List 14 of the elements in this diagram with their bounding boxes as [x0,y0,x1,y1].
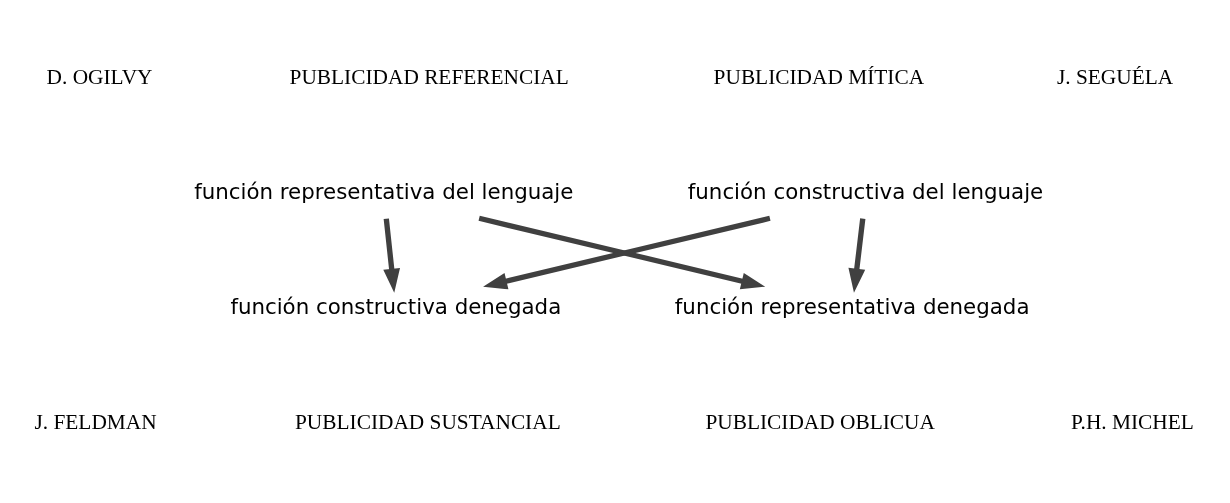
arrow [848,218,866,293]
label: PUBLICIDAD OBLICUA [705,409,935,434]
label: D. OGILVY [46,65,153,90]
node-text: función representativa del lenguaje [194,179,574,205]
arrow [383,218,401,293]
node-text: función constructiva denegada [230,293,562,319]
node-text: función constructiva del lenguaje [687,179,1044,205]
label: J. SEGUÉLA [1056,65,1174,90]
label: PUBLICIDAD MÍTICA [713,65,925,90]
label: PUBLICIDAD SUSTANCIAL [294,409,561,434]
label: J. FELDMAN [34,409,157,434]
node-text: función representativa denegada [674,293,1030,319]
label: P.H. MICHEL [1071,409,1194,434]
label: PUBLICIDAD REFERENCIAL [289,65,569,90]
